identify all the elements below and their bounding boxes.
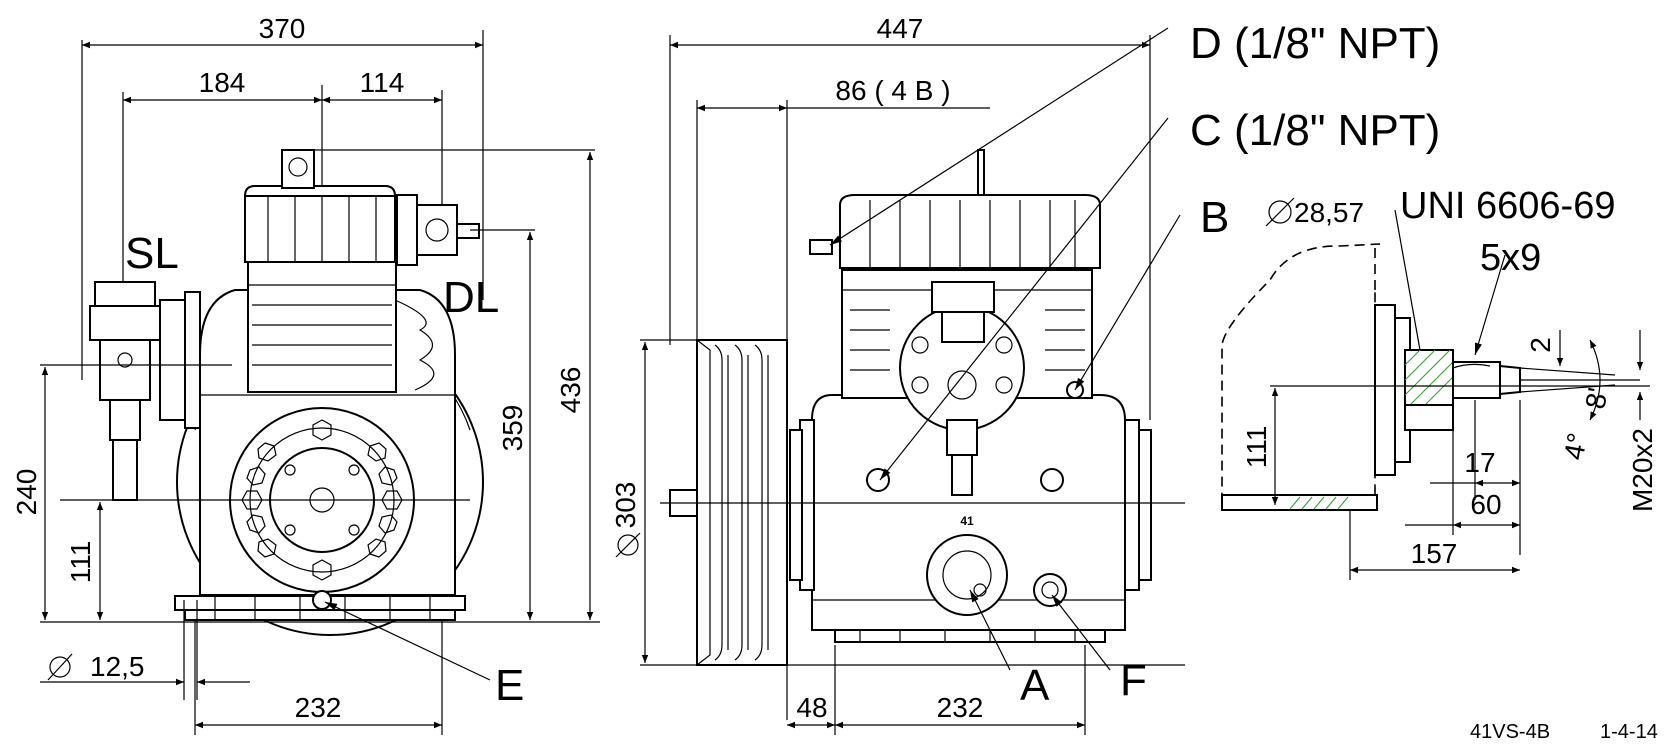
dim-angle-4-text: 4° <box>1558 430 1593 462</box>
dim-114-text: 114 <box>360 67 405 98</box>
detail-flange <box>1374 304 1396 476</box>
dim-48-text: 48 <box>796 692 827 723</box>
dim-thread: M20x2 <box>1627 330 1658 512</box>
port-right <box>1040 468 1064 492</box>
dim-184-114: 184 114 <box>122 67 443 610</box>
dim-111-left-text: 111 <box>65 541 96 584</box>
dim-447: 447 <box>669 13 1151 420</box>
dim-370: 370 <box>81 13 484 380</box>
dim-48-232: 48 232 <box>787 645 1086 735</box>
label-sl: SL <box>125 229 179 278</box>
key-standard-text: UNI 6606-69 <box>1400 185 1615 227</box>
shaft-hub <box>1404 349 1454 431</box>
dim-303-text: 303 <box>610 482 641 529</box>
suction-valve <box>89 281 201 501</box>
oil-sight-glass-a: 41 <box>926 514 1008 616</box>
center-view: 447 86 ( 4 B ) <box>610 13 1440 735</box>
dim-240-text: 240 <box>11 469 42 516</box>
dim-60-text: 60 <box>1470 489 1501 520</box>
dim-436-text: 436 <box>555 367 586 414</box>
cylinder-fins <box>247 261 435 393</box>
detail-view: 111 17 60 157 2 4° 8' <box>1221 185 1658 580</box>
dim-370-text: 370 <box>259 13 306 44</box>
label-b: B <box>1200 193 1229 242</box>
dim-111-detail-text: 111 <box>1241 426 1272 469</box>
label-dl: DL <box>443 273 499 322</box>
dim-359: 359 <box>497 232 534 620</box>
side-crankcase <box>789 394 1152 643</box>
lifting-eye <box>281 149 315 189</box>
dim-157-text: 157 <box>1411 538 1458 569</box>
dim-240: 240 <box>11 367 49 620</box>
dim-2-text: 2 <box>1525 337 1556 353</box>
dim-12-5: 12,5 <box>40 600 250 700</box>
footer: 41VS-4B 1-4-14 <box>1470 721 1658 743</box>
plate-41: 41 <box>960 514 974 528</box>
dim-12-5-text: 12,5 <box>90 651 145 682</box>
dim-184-text: 184 <box>199 67 246 98</box>
dim-447-text: 447 <box>877 13 924 44</box>
discharge-valve <box>396 194 480 266</box>
dim-232-center-text: 232 <box>937 692 984 723</box>
cylinder-head <box>243 185 397 263</box>
label-a: A <box>1020 661 1050 710</box>
dim-86-text: 86 ( 4 B ) <box>835 75 950 106</box>
label-f: F <box>1120 656 1147 705</box>
drain-plug-e <box>312 590 332 610</box>
side-service-valve <box>899 281 1025 496</box>
dim-angle: 4° 8' <box>1558 339 1614 462</box>
dim-359-text: 359 <box>497 405 528 452</box>
side-cylinder-head <box>809 149 1101 269</box>
label-e: E <box>495 661 524 710</box>
dim-17-60-157: 17 60 157 <box>1349 400 1521 580</box>
dim-303: 303 <box>610 342 649 663</box>
shaft-diameter-text: 28,57 <box>1294 197 1364 228</box>
dim-2: 2 <box>1525 330 1564 366</box>
dim-436: 436 <box>555 152 594 620</box>
shaft-diameter-label: 28,57 <box>1265 197 1364 228</box>
drawing-date: 1-4-14 <box>1600 721 1658 743</box>
dim-thread-text: M20x2 <box>1627 428 1658 512</box>
dim-232-left-text: 232 <box>295 692 342 723</box>
dim-232-left: 232 <box>194 620 443 735</box>
drawing-code: 41VS-4B <box>1470 721 1550 743</box>
key-size-text: 5x9 <box>1480 237 1541 279</box>
label-d: D (1/8" NPT) <box>1190 19 1440 68</box>
left-view: 370 184 114 <box>11 13 600 735</box>
plug-f <box>1033 573 1067 607</box>
dim-angle-8-text: 8' <box>1580 385 1614 411</box>
label-c: C (1/8" NPT) <box>1190 106 1440 155</box>
dim-111-detail: 111 <box>1241 388 1279 505</box>
dim-17-text: 17 <box>1464 447 1495 478</box>
dim-111-left: 111 <box>65 502 104 620</box>
